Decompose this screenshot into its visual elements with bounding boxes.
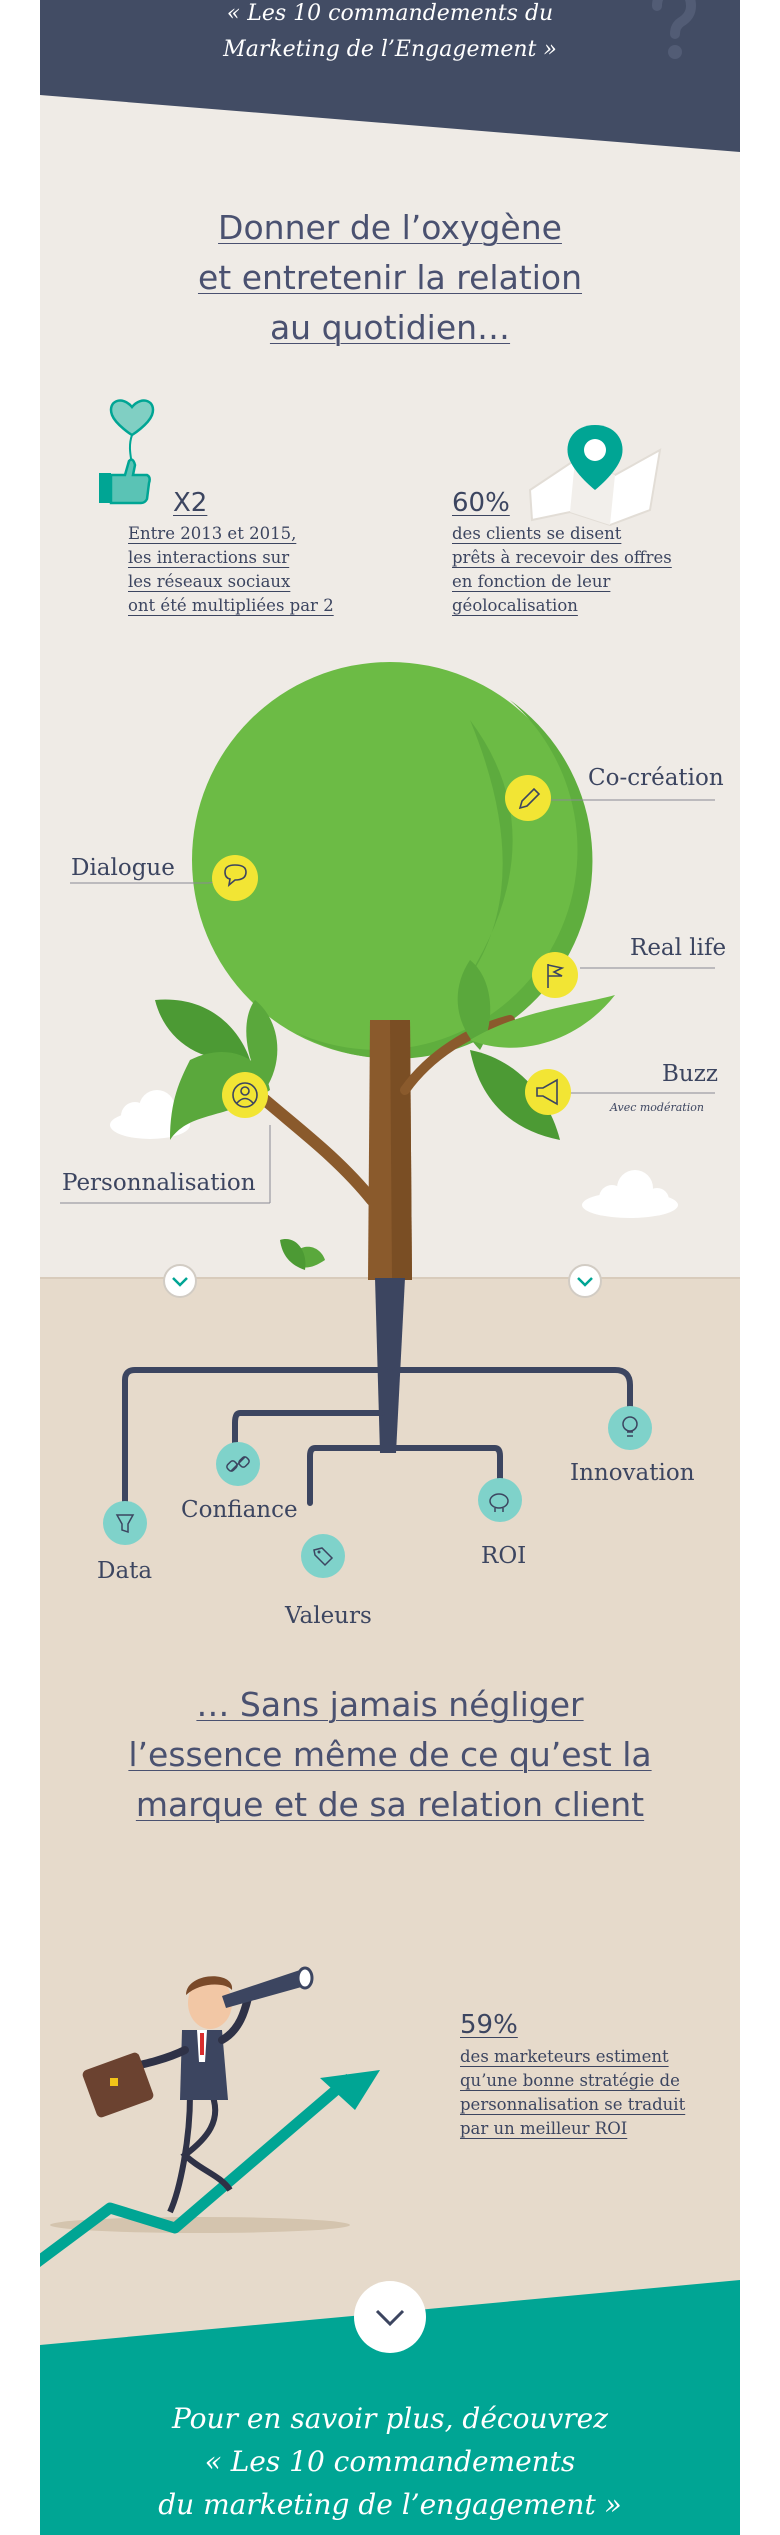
megaphone-icon	[525, 1069, 571, 1115]
header-banner	[40, 0, 740, 152]
tree-illustration	[60, 662, 715, 1280]
chevron-down-icon-right[interactable]	[567, 1263, 603, 1299]
branch-sublabel-buzz: Avec modération	[610, 1101, 704, 1114]
cloud-right	[582, 1170, 678, 1218]
branch-label-real-life: Real life	[630, 935, 727, 961]
tag-icon	[301, 1534, 345, 1578]
lightbulb-icon	[608, 1406, 652, 1450]
stat-60-value: 60%	[452, 488, 510, 518]
speech-bubble-icon	[212, 855, 258, 901]
question-mark-icon	[652, 0, 697, 59]
stat-60: 60%	[452, 488, 510, 518]
root-label-roi: ROI	[481, 1543, 527, 1569]
root-label-confiance: Confiance	[181, 1497, 298, 1523]
footer-banner	[40, 2280, 740, 2535]
user-icon	[222, 1072, 268, 1118]
stat-60-text: des clients se disent prêts à recevoir d…	[452, 524, 672, 615]
roots-diagram	[103, 1278, 652, 1578]
root-label-innovation: Innovation	[570, 1460, 695, 1486]
section1-title: Donner de l’oxygène et entretenir la rel…	[197, 208, 583, 347]
flag-icon	[532, 952, 578, 998]
chevron-down-icon	[375, 2309, 405, 2327]
infographic-card: « Les 10 commandements du Marketing de l…	[40, 0, 740, 2535]
branch-label-co-creation: Co-création	[588, 765, 724, 791]
stat-x2-text: Entre 2013 et 2015, les interactions sur…	[128, 524, 334, 615]
stat-59-text: des marketeurs estiment qu’une bonne str…	[460, 2047, 686, 2138]
section2-title: … Sans jamais négliger l’essence même de…	[128, 1685, 652, 1824]
stat-59: 59%	[460, 2010, 518, 2040]
stat-59-value: 59%	[460, 2010, 518, 2040]
branch-label-personnalisation: Personnalisation	[62, 1170, 256, 1196]
pencil-icon	[505, 775, 551, 821]
branch-label-dialogue: Dialogue	[71, 855, 175, 881]
map-pin-icon	[528, 425, 662, 527]
funnel-icon	[103, 1501, 147, 1545]
piggy-bank-icon	[478, 1478, 522, 1522]
link-icon	[216, 1442, 260, 1486]
stat-x2: X2	[173, 488, 207, 518]
branch-label-buzz: Buzz	[662, 1061, 718, 1087]
chevron-down-icon-left[interactable]	[162, 1263, 198, 1299]
root-label-valeurs: Valeurs	[285, 1603, 372, 1629]
scroll-down-button[interactable]	[353, 2280, 427, 2354]
stat-x2-value: X2	[173, 488, 208, 518]
header-title[interactable]: « Les 10 commandements du Marketing de l…	[223, 1, 557, 62]
businessman-telescope-illustration	[40, 1966, 380, 2268]
thumbs-up-heart-balloon-icon	[99, 399, 155, 505]
footer-cta[interactable]: Pour en savoir plus, découvrez « Les 10 …	[158, 2402, 622, 2521]
root-label-data: Data	[97, 1558, 153, 1584]
